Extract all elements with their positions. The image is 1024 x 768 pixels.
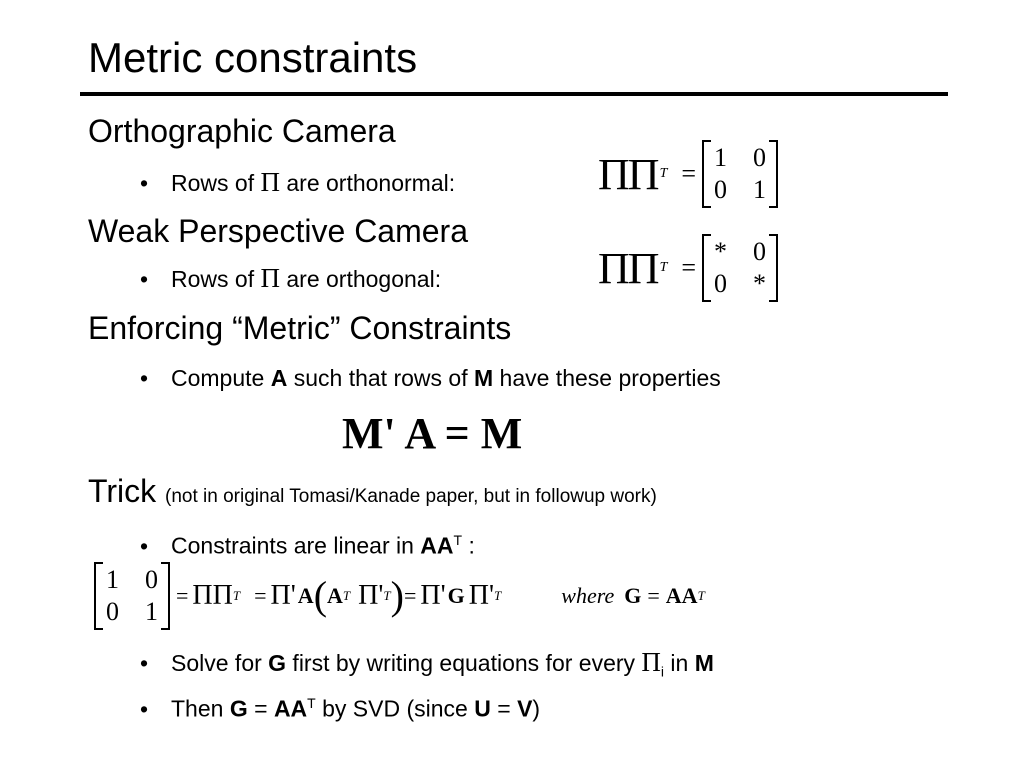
- bullet-dot: •: [140, 650, 149, 676]
- bullet-solve-for-g: •Solve for G first by writing equations …: [140, 647, 714, 680]
- bullet-dot: •: [140, 695, 149, 722]
- pi-symbol: Π: [260, 263, 280, 293]
- bullet-dot: •: [140, 170, 149, 196]
- trick-note: (not in original Tomasi/Kanade paper, bu…: [165, 486, 657, 507]
- bullet-compute-a: •Compute A such that rows of M have thes…: [140, 365, 721, 391]
- bullet-orthonormal: •Rows of Π are orthonormal:: [140, 167, 456, 197]
- pi-symbol: Π: [260, 167, 280, 197]
- bullet-dot: •: [140, 266, 149, 292]
- weak-matrix: *0 0*: [702, 234, 779, 302]
- title-divider: [80, 92, 948, 96]
- page-title: Metric constraints: [88, 34, 418, 81]
- bullet-orthogonal: •Rows of Π are orthogonal:: [140, 263, 442, 293]
- equation-main: M' A = M: [342, 409, 523, 458]
- pi-symbol: Π: [641, 647, 661, 677]
- bullet-linear-in-aat: •Constraints are linear in AAT :: [140, 532, 475, 559]
- bullet-dot: •: [140, 532, 149, 559]
- heading-trick: Trick (not in original Tomasi/Kanade pap…: [88, 473, 657, 509]
- heading-orthographic-camera: Orthographic Camera: [88, 113, 396, 149]
- heading-enforcing-constraints: Enforcing “Metric” Constraints: [88, 310, 512, 346]
- heading-weak-perspective-camera: Weak Perspective Camera: [88, 213, 468, 249]
- bullet-svd: •Then G = AAT by SVD (since U = V): [140, 695, 541, 722]
- bullet-dot: •: [140, 365, 149, 391]
